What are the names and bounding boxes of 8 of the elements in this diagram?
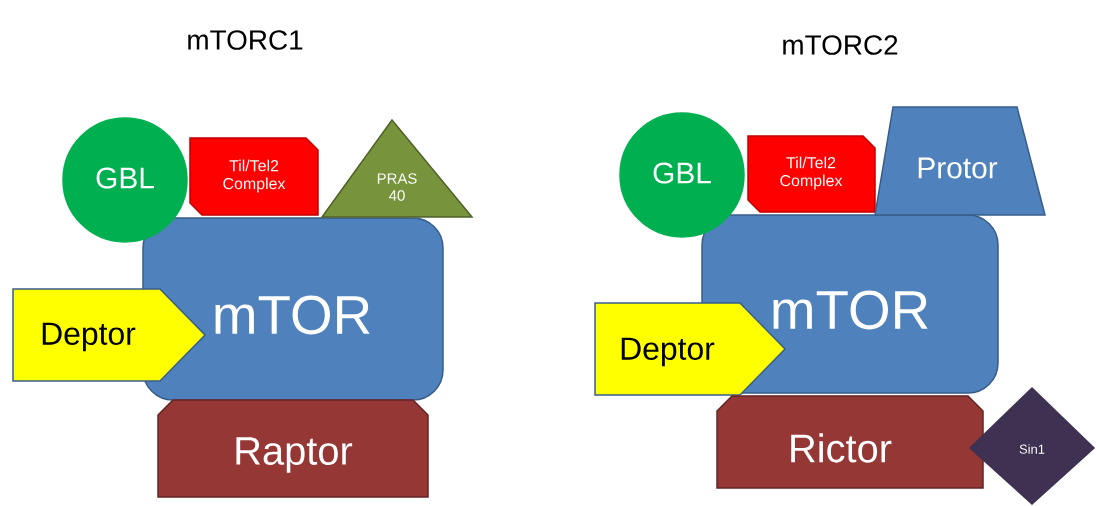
cut-corner-box: Raptor [157, 399, 429, 498]
cut-corner-box: Til/Tel2 Complex [189, 137, 319, 216]
cut-corner-box: Til/Tel2 Complex [747, 135, 876, 213]
title-text: mTORC2 [783, 35, 898, 55]
cut-corner-box: Rictor [716, 395, 984, 489]
trapezoid: Protor [874, 106, 1046, 216]
rounded-box: mTOR [142, 217, 444, 401]
title-text: mTORC1 [188, 30, 303, 50]
